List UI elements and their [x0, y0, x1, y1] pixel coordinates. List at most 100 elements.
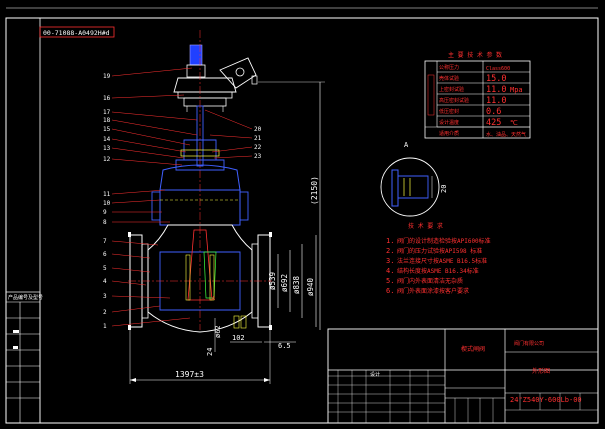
- flange-thickness-dim: 102: [232, 334, 245, 342]
- balloon-label: 2: [103, 309, 107, 316]
- stem-offset-dim: ø62: [214, 325, 222, 338]
- balloon-label: 11: [103, 191, 111, 198]
- sheet-border: [5, 17, 599, 424]
- spec-row-label: 设计温度: [439, 119, 459, 126]
- side-table: 产品编号及型号: [5, 291, 43, 424]
- balloon-label: 3: [103, 293, 107, 300]
- leader-line: [111, 111, 198, 121]
- detail-label: A: [404, 141, 409, 149]
- note-text: 阀门的设计制造检验按API600标准: [397, 237, 491, 245]
- spec-row-value: 15.0: [486, 74, 506, 84]
- dimensions: (2150) ø940 ø838 ø692 ø539 24 ø62 102 6.…: [129, 81, 325, 384]
- length-dim: 1397±3: [175, 370, 204, 379]
- leader-line: [204, 109, 253, 130]
- detail-a: A 20: [380, 141, 448, 217]
- leader-line: [111, 305, 161, 313]
- note-number: 4.: [386, 267, 394, 275]
- balloon-label: 17: [103, 109, 111, 116]
- leader-line: [111, 128, 191, 146]
- spec-row-label: 高压密封试验: [439, 97, 469, 104]
- balloon-label: 13: [103, 145, 111, 152]
- part-name: 楔式闸阀: [461, 345, 485, 353]
- spec-row-label: 低压密封: [439, 108, 459, 115]
- balloon-label: 18: [103, 117, 111, 124]
- note-number: 3.: [386, 257, 394, 265]
- note-text: 结构长度按ASME B16.34标准: [397, 267, 479, 275]
- spec-row-value: 0.6: [486, 107, 501, 117]
- leader-line: [111, 267, 151, 273]
- balloon-label: 20: [254, 126, 262, 133]
- drawing-type: 外形图: [532, 367, 550, 375]
- spec-table-side-tag: [427, 74, 435, 116]
- spec-row-label: 上密封试验: [439, 86, 464, 93]
- leader-line: [111, 199, 161, 204]
- notes-title: 技 术 要 求: [408, 222, 443, 230]
- company-name: 阀门有限公司: [514, 340, 544, 347]
- valve-body: A: [128, 224, 272, 333]
- spec-row-value: 425: [486, 118, 501, 128]
- drawing-number: 24"Z540Y-600Lb-00: [510, 396, 582, 404]
- note-text: 阀门外表面涂漆按客户要求: [397, 287, 469, 295]
- note-number: 6.: [386, 287, 394, 295]
- gear-operator: [173, 44, 258, 112]
- balloon-label: 4: [103, 278, 107, 285]
- note-text: 阀门的压力试验按API598 标准: [397, 247, 482, 255]
- note-number: 5.: [386, 277, 394, 285]
- title-block: 楔式闸阀 阀门有限公司 外形图 24"Z540Y-600Lb-00 设计: [327, 328, 599, 424]
- section-letter: A: [212, 296, 215, 302]
- spec-row-label: 壳体试验: [439, 75, 459, 82]
- bore-dim: ø539: [268, 272, 277, 290]
- spec-row-label: 公称压力: [439, 64, 459, 71]
- balloon-label: 15: [103, 126, 111, 133]
- balloon-label: 12: [103, 156, 111, 163]
- leader-line: [213, 155, 253, 159]
- balloon-label: 8: [103, 219, 107, 226]
- drawing-code-box: [39, 26, 115, 38]
- balloon-label: 16: [103, 95, 111, 102]
- balloon-label: 7: [103, 238, 107, 245]
- note-text: 阀门内外表面清洁无杂质: [397, 277, 463, 285]
- spec-row-value: 11.0: [486, 96, 506, 106]
- balloon-label: 21: [254, 135, 262, 142]
- leader-line: [111, 119, 198, 136]
- balloon-label: 22: [254, 144, 262, 151]
- balloon-label: 9: [103, 209, 107, 216]
- drawing-frame: [39, 17, 599, 424]
- leader-line: [111, 280, 147, 286]
- bolt-circle-dim: ø692: [280, 274, 289, 292]
- note-text: 法兰连接尺寸按ASME B16.5标准: [397, 257, 487, 265]
- leader-line: [111, 94, 185, 99]
- leader-line: [111, 240, 159, 246]
- leader-line: [111, 253, 151, 259]
- spec-row-value: 水、油品、天然气: [486, 131, 526, 138]
- part-leaders: [111, 67, 253, 327]
- spec-table-title: 主 要 技 术 参 数: [448, 51, 502, 59]
- drawing-code-text: 00-71088-A0492H#d: [43, 29, 110, 37]
- balloon-label: 23: [254, 153, 262, 160]
- spec-row-unit: ℃: [510, 119, 518, 127]
- design-label: 设计: [370, 371, 380, 378]
- leader-line: [111, 189, 166, 195]
- raised-face-dim: ø838: [292, 275, 301, 294]
- flange-od-dim: ø940: [306, 277, 315, 296]
- balloon-label: 19: [103, 73, 111, 80]
- balloon-label: 1: [103, 323, 107, 330]
- note-number: 2.: [386, 247, 394, 255]
- spec-row-value: Class600: [486, 66, 510, 72]
- leader-line: [111, 317, 191, 327]
- balloon-label: 14: [103, 136, 111, 143]
- bonnet: [151, 139, 249, 226]
- leader-line: [111, 295, 171, 299]
- leader-line: [111, 158, 183, 166]
- balloon-label: 10: [103, 200, 111, 207]
- overall-height-dim: (2150): [310, 176, 319, 205]
- raised-face-height-dim: 6.5: [278, 342, 291, 350]
- technical-notes: 技 术 要 求 1.阀门的设计制造检验按API600标准2.阀门的压力试验按AP…: [386, 222, 491, 295]
- detail-dim: 20: [440, 185, 448, 193]
- spec-row-value: 11.0: [486, 85, 506, 95]
- leader-line: [111, 67, 193, 77]
- spec-table: 主 要 技 术 参 数 公称压力 Class600 壳体试验 15.0 上密封试验 11.…: [424, 51, 531, 139]
